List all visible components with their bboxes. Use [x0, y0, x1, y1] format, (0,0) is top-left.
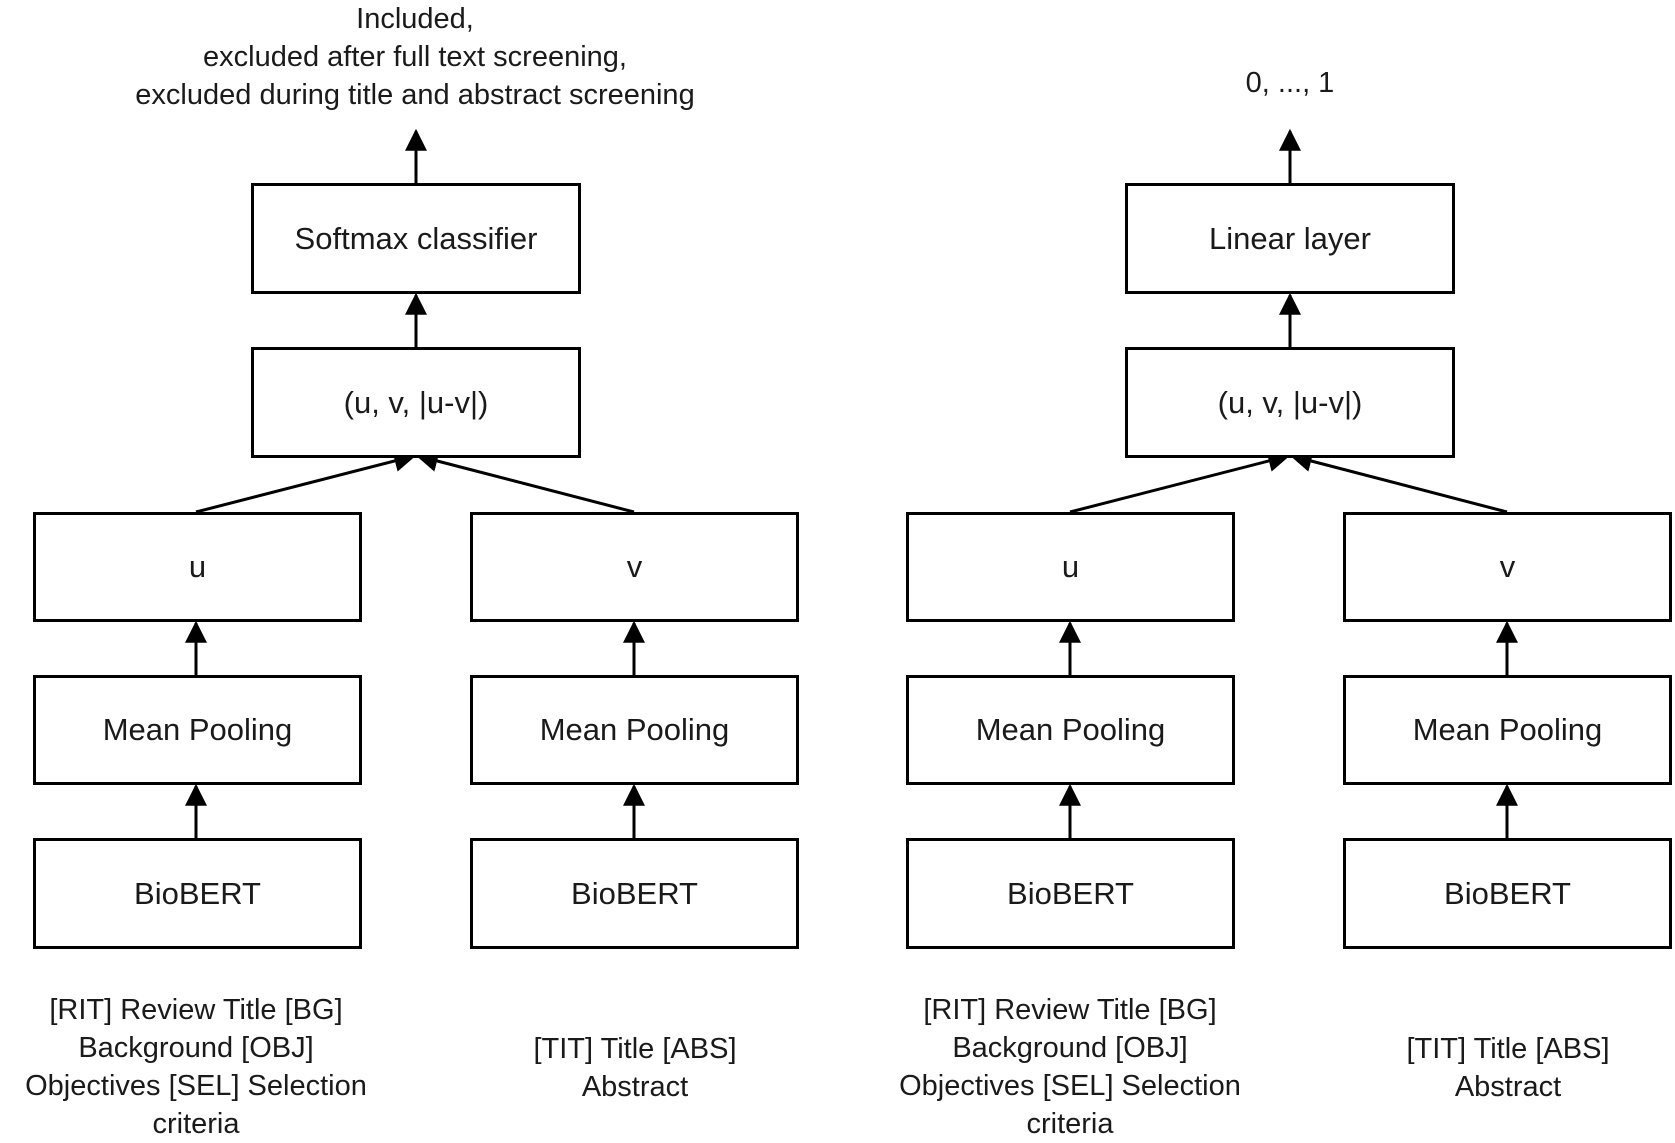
right-input-b-label: [TIT] Title [ABS] Abstract [1353, 1030, 1663, 1106]
left-v-box: v [470, 512, 799, 622]
right-input-a-line-2: Background [OBJ] [952, 1032, 1188, 1064]
left-input-a-label: [RIT] Review Title [BG] Background [OBJ]… [0, 991, 392, 1143]
left-output-line-3: excluded during title and abstract scree… [135, 79, 695, 111]
right-output-line-1: 0, ..., 1 [1245, 67, 1335, 99]
arrow-left-u-to-concat [195, 450, 417, 514]
left-u-box: u [33, 512, 362, 622]
right-output-label: 0, ..., 1 [1140, 64, 1440, 102]
arrow-left-v-to-concat [415, 450, 635, 514]
right-v-box: v [1343, 512, 1672, 622]
right-biobert-b-box: BioBERT [1343, 838, 1672, 949]
right-input-a-line-4: criteria [1026, 1108, 1114, 1140]
right-input-b-line-2: Abstract [1454, 1071, 1562, 1103]
right-input-b-line-1: [TIT] Title [ABS] [1406, 1033, 1610, 1065]
right-input-a-line-1: [RIT] Review Title [BG] [923, 994, 1217, 1026]
right-u-box: u [906, 512, 1235, 622]
right-concat-box: (u, v, |u-v|) [1125, 347, 1455, 458]
right-input-a-label: [RIT] Review Title [BG] Background [OBJ]… [874, 991, 1266, 1143]
left-input-b-line-2: Abstract [581, 1071, 689, 1103]
left-mean-pooling-b-box: Mean Pooling [470, 675, 799, 785]
left-input-b-line-1: [TIT] Title [ABS] [533, 1033, 737, 1065]
left-biobert-b-box: BioBERT [470, 838, 799, 949]
left-input-a-line-3: Objectives [SEL] Selection [25, 1070, 367, 1102]
right-mean-pooling-b-box: Mean Pooling [1343, 675, 1672, 785]
right-biobert-a-box: BioBERT [906, 838, 1235, 949]
right-input-a-line-3: Objectives [SEL] Selection [899, 1070, 1241, 1102]
left-input-a-line-1: [RIT] Review Title [BG] [49, 994, 343, 1026]
right-linear-layer-box: Linear layer [1125, 183, 1455, 294]
left-output-line-1: Included, [356, 3, 474, 35]
left-concat-box: (u, v, |u-v|) [251, 347, 581, 458]
left-softmax-classifier-box: Softmax classifier [251, 183, 581, 294]
left-biobert-a-box: BioBERT [33, 838, 362, 949]
arrow-right-v-to-concat [1289, 450, 1508, 514]
left-input-a-line-2: Background [OBJ] [78, 1032, 314, 1064]
left-output-label: Included, excluded after full text scree… [80, 0, 750, 114]
left-mean-pooling-a-box: Mean Pooling [33, 675, 362, 785]
right-mean-pooling-a-box: Mean Pooling [906, 675, 1235, 785]
left-input-a-line-4: criteria [152, 1108, 240, 1140]
arrow-right-u-to-concat [1069, 450, 1291, 514]
left-input-b-label: [TIT] Title [ABS] Abstract [480, 1030, 790, 1106]
left-output-line-2: excluded after full text screening, [203, 41, 627, 73]
